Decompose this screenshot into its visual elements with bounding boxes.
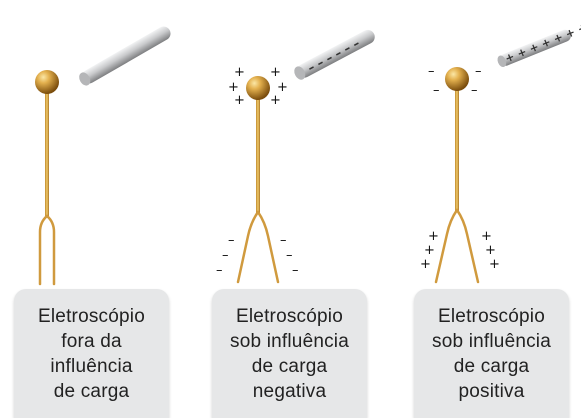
electroscope-leaves <box>238 212 278 282</box>
leaf-charge: – <box>216 263 223 278</box>
electroscope-leaves <box>436 210 478 282</box>
leaf-charge: – <box>228 233 235 248</box>
sphere-charge: – <box>475 64 482 79</box>
rod-charges: – – – – – – <box>305 36 362 75</box>
sphere-charge: – <box>471 83 478 98</box>
caption-line: de carga <box>38 379 145 404</box>
caption-line: de carga <box>432 354 551 379</box>
electroscope-sphere <box>246 76 270 100</box>
rod-charge-label: + + + + + + + <box>503 21 581 66</box>
caption-line: Eletroscópio <box>38 304 145 329</box>
leaf-charge: – <box>292 263 299 278</box>
electroscope-sphere <box>445 67 469 91</box>
caption-text: Eletroscópio sob influência de carga pos… <box>432 304 551 404</box>
caption-line: sob influência <box>432 329 551 354</box>
sphere-charge: + <box>270 93 281 108</box>
electroscope-sphere <box>35 70 59 94</box>
electroscope-stem <box>256 92 260 214</box>
leaf-charge: – <box>222 248 229 263</box>
sphere-charge: + <box>234 65 245 80</box>
sphere-charge: – <box>428 64 435 79</box>
caption-negative: Eletroscópio sob influência de carga neg… <box>212 289 367 418</box>
electroscope-neutral <box>35 24 173 284</box>
electroscope-leaves <box>40 216 54 284</box>
leaf-charge: + <box>424 243 435 258</box>
charged-rod <box>77 24 173 88</box>
leaf-charge: + <box>485 243 496 258</box>
caption-line: de carga <box>230 354 349 379</box>
caption-line: negativa <box>230 379 349 404</box>
caption-line: influência <box>38 354 145 379</box>
caption-positive: Eletroscópio sob influência de carga pos… <box>414 289 569 418</box>
caption-line: positiva <box>432 379 551 404</box>
caption-text: Eletroscópio fora da influência de carga <box>38 304 145 404</box>
leaf-charge: – <box>286 248 293 263</box>
leaf-charge: + <box>428 229 439 244</box>
electroscope-stem <box>45 90 49 218</box>
caption-neutral: Eletroscópio fora da influência de carga <box>14 289 169 418</box>
caption-line: Eletroscópio <box>432 304 551 329</box>
leaf-charges: – – – – – – <box>216 233 299 278</box>
sphere-charge: + <box>234 93 245 108</box>
electroscope-negative: – – – – – – + + + + + + – – – – – – <box>216 27 377 282</box>
rod-charge-label: – – – – – – <box>305 36 362 75</box>
caption-line: fora da <box>38 329 145 354</box>
leaf-charge: + <box>420 257 431 272</box>
leaf-charge: + <box>481 229 492 244</box>
caption-line: sob influência <box>230 329 349 354</box>
leaf-charge: + <box>489 257 500 272</box>
sphere-charge: – <box>433 83 440 98</box>
rod-charges: + + + + + + + <box>503 21 581 66</box>
leaf-charge: – <box>280 233 287 248</box>
leaf-charges: + + + + + + <box>420 229 500 272</box>
caption-text: Eletroscópio sob influência de carga neg… <box>230 304 349 404</box>
caption-line: Eletroscópio <box>230 304 349 329</box>
sphere-charge: + <box>270 65 281 80</box>
electroscope-stem <box>455 88 459 212</box>
electroscope-positive: + + + + + + + – – – – + + + + + + <box>420 21 581 282</box>
